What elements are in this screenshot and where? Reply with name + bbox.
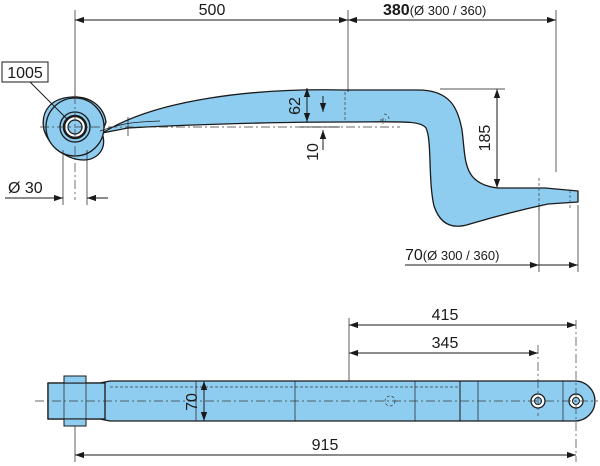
hidden-hole-arc bbox=[383, 113, 390, 120]
spring-arm-body bbox=[94, 89, 579, 227]
dim-345: 345 bbox=[432, 335, 459, 352]
bushing-end-bottom bbox=[63, 418, 87, 427]
bushing-end-top bbox=[63, 375, 87, 384]
top-view: 70 415 345 915 bbox=[35, 307, 598, 462]
dim-415: 415 bbox=[432, 307, 459, 324]
callout-leader bbox=[29, 81, 69, 121]
side-view: 1005 500 380(Ø 300 / 360) 62 10 185 Ø 30 bbox=[1, 2, 579, 272]
dim-width-70: 70 bbox=[184, 393, 201, 411]
dim-380: 380(Ø 300 / 360) bbox=[383, 2, 486, 19]
dim-62: 62 bbox=[287, 97, 304, 115]
dim-185: 185 bbox=[477, 125, 494, 152]
dim-915: 915 bbox=[312, 437, 339, 454]
part-number: 1005 bbox=[7, 65, 43, 82]
leaf-seam bbox=[99, 120, 161, 132]
spring-top-body bbox=[47, 380, 596, 422]
hidden-hole bbox=[380, 118, 386, 124]
part-number-box bbox=[1, 61, 49, 83]
dim-500: 500 bbox=[199, 2, 226, 19]
dim-10: 10 bbox=[305, 143, 322, 161]
dim-d30: Ø 30 bbox=[8, 180, 43, 197]
dim-70-end: 70(Ø 300 / 360) bbox=[405, 247, 499, 264]
